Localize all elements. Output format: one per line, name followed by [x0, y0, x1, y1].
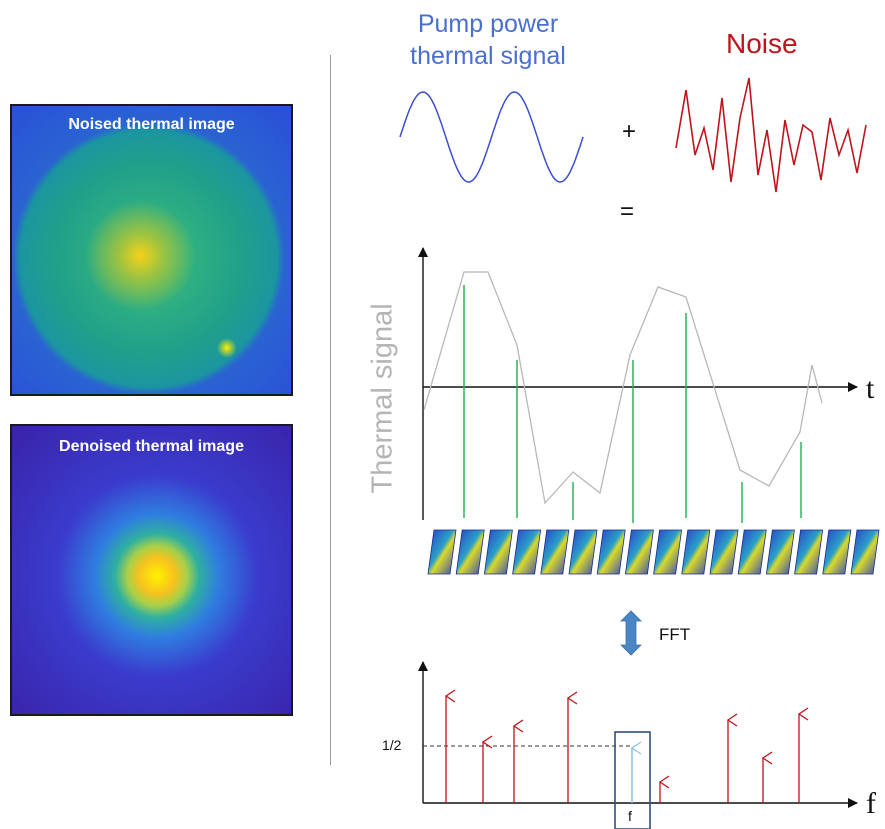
denoised-image-label: Denoised thermal image	[59, 438, 244, 455]
frame-tile	[512, 529, 542, 575]
freq-x-label: f	[866, 787, 876, 820]
frame-tile	[596, 529, 626, 575]
frame-tile	[794, 529, 824, 575]
frame-tile	[681, 529, 711, 575]
pump-sine-wave	[399, 91, 584, 183]
frame-strip	[427, 529, 880, 575]
pump-label: Pump power thermal signal	[378, 8, 598, 72]
signal-highlight-box	[614, 731, 651, 829]
equals-sign: =	[620, 198, 635, 225]
noise-waveform	[675, 77, 867, 193]
frame-tile	[850, 529, 880, 575]
frame-tile	[483, 529, 513, 575]
noise-label: Noise	[726, 28, 798, 59]
frame-tile	[568, 529, 598, 575]
time-x-label: t	[866, 372, 875, 405]
noised-thermal-image: Noised thermal image	[10, 104, 293, 396]
fft-double-arrow	[620, 610, 642, 656]
thermal-signal-trace	[423, 271, 823, 505]
frame-tile	[709, 529, 739, 575]
frame-tile	[653, 529, 683, 575]
sample-lines	[463, 285, 802, 523]
frame-tile	[822, 529, 852, 575]
frame-tile	[455, 529, 485, 575]
time-y-label: Thermal signal	[366, 303, 399, 494]
fft-label: FFT	[659, 625, 691, 644]
frame-tile	[427, 529, 457, 575]
frame-tile	[624, 529, 654, 575]
noised-image-label: Noised thermal image	[68, 116, 235, 133]
half-level-label: 1/2	[382, 737, 402, 753]
pump-label-line1: Pump power	[417, 10, 559, 38]
frame-tile	[540, 529, 570, 575]
spectrum-arrows	[444, 689, 809, 803]
frame-tile	[737, 529, 767, 575]
highlight-f-label: f	[628, 808, 632, 824]
pump-label-line2: thermal signal	[410, 42, 566, 70]
frame-tile	[765, 529, 795, 575]
plus-sign: +	[622, 118, 637, 145]
denoised-thermal-image: Denoised thermal image	[10, 424, 293, 716]
vertical-divider	[330, 55, 331, 765]
